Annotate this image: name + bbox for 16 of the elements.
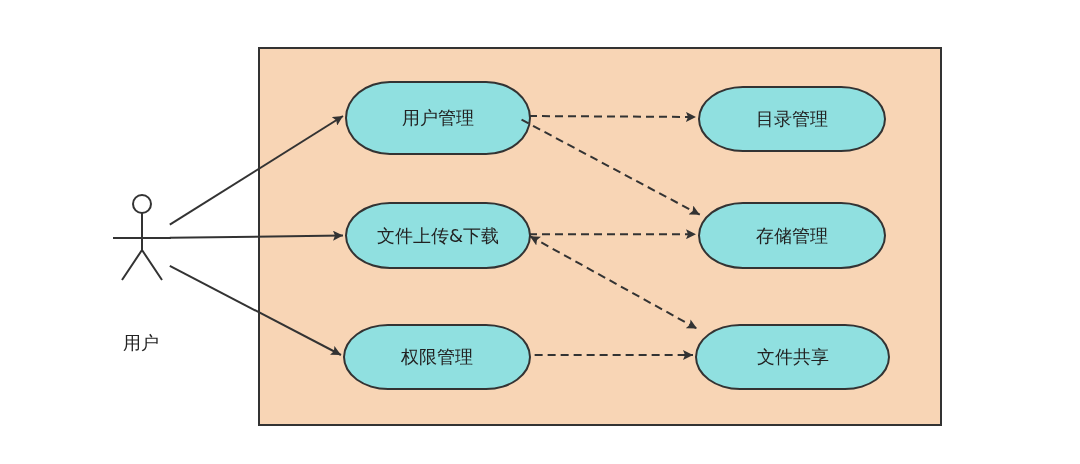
arrow [520, 118, 701, 216]
arrow [528, 111, 697, 122]
arrow [168, 264, 342, 356]
use-case-pill: 存储管理 [698, 202, 886, 269]
use-case-pill: 文件共享 [695, 324, 890, 390]
use-case-pill: 用户管理 [345, 81, 531, 155]
actor-label: 用户 [122, 331, 160, 355]
use-case-pill: 文件上传&下载 [345, 202, 531, 269]
system-boundary [258, 47, 942, 426]
use-case-pill: 目录管理 [698, 86, 886, 152]
arrow [168, 230, 344, 241]
arrow [168, 115, 344, 226]
use-case-pill: 权限管理 [343, 324, 531, 390]
arrow [528, 235, 698, 330]
arrow [533, 350, 694, 360]
arrow [528, 229, 697, 240]
